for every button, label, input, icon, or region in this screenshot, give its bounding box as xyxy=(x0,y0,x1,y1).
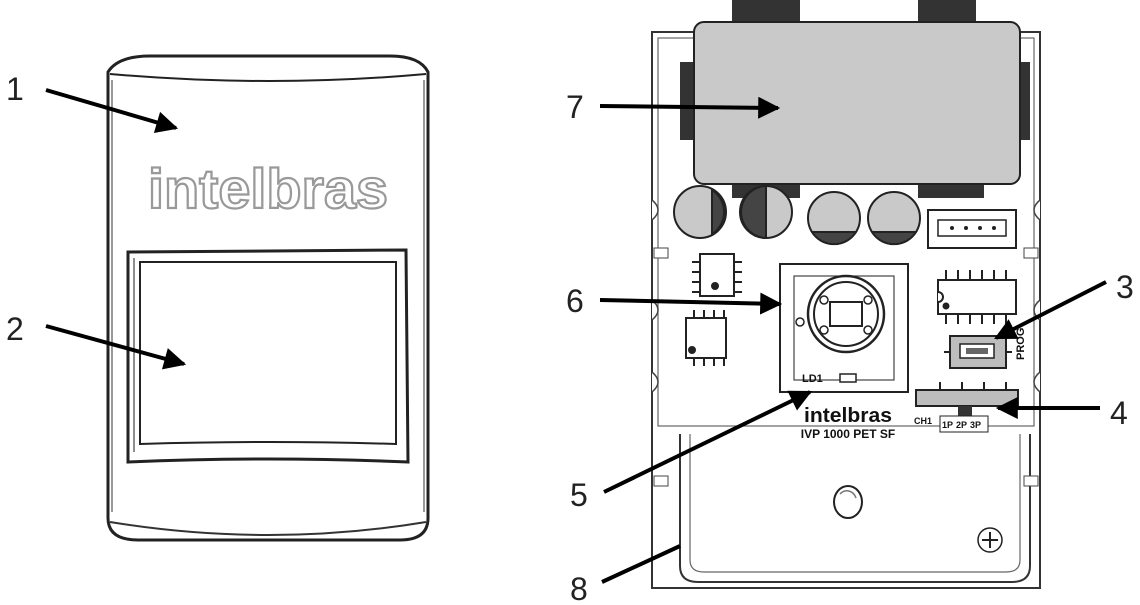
callout-7-number: 7 xyxy=(566,89,584,125)
pir-sensor xyxy=(779,263,909,393)
callout-1-number: 1 xyxy=(6,71,24,107)
callout-8-leader xyxy=(601,544,681,584)
prog-button: PROG xyxy=(944,328,1027,369)
capacitors xyxy=(673,184,921,246)
callout-1-arrow xyxy=(45,88,179,134)
jumper-option-3p: 3P xyxy=(970,420,981,430)
callout-5-number: 5 xyxy=(570,477,588,513)
jumper-label: CH1 xyxy=(914,416,932,426)
callout-3: 3 xyxy=(994,269,1134,340)
board-model-label: IVP 1000 PET SF xyxy=(801,427,896,441)
callout-7: 7 xyxy=(566,89,781,125)
mounting-bracket xyxy=(653,434,1039,583)
callout-5: 5 xyxy=(570,390,812,513)
callout-8-number: 8 xyxy=(570,571,588,605)
callout-6: 6 xyxy=(566,283,783,319)
callout-2: 2 xyxy=(6,311,187,370)
callout-7-arrow xyxy=(599,96,781,119)
callout-1: 1 xyxy=(6,71,179,134)
callout-8: 8 xyxy=(570,544,681,605)
callout-4: 4 xyxy=(995,395,1128,431)
battery xyxy=(693,21,1021,185)
board-brand-logo: intelbras xyxy=(804,405,892,427)
sensor-front-view: intelbras xyxy=(106,54,430,542)
ic-chip-1 xyxy=(692,253,742,297)
connector xyxy=(927,209,1017,249)
callout-4-number: 4 xyxy=(1110,395,1128,431)
led-indicator: LD1 xyxy=(802,373,857,385)
ic-chip-2 xyxy=(685,310,727,366)
callout-3-arrow xyxy=(994,280,1107,340)
ic-chip-3 xyxy=(937,270,1017,324)
pcb-board-view: LD1 intelbras IVP 1000 PET SF PROG xyxy=(651,0,1041,589)
jumper-option-1p: 1P xyxy=(942,420,953,430)
front-brand-logo: intelbras xyxy=(148,157,388,220)
callout-6-number: 6 xyxy=(566,283,584,319)
pulse-count-jumper: CH1 1P 2P 3P xyxy=(914,382,1019,433)
callout-6-arrow xyxy=(599,292,783,315)
prog-button-label: PROG xyxy=(1015,328,1027,360)
jumper-option-2p: 2P xyxy=(956,420,967,430)
led-label: LD1 xyxy=(802,373,823,385)
callout-2-number: 2 xyxy=(6,311,24,347)
callout-3-number: 3 xyxy=(1116,269,1134,305)
callout-2-arrow xyxy=(45,324,187,370)
callout-5-arrow xyxy=(603,390,812,494)
